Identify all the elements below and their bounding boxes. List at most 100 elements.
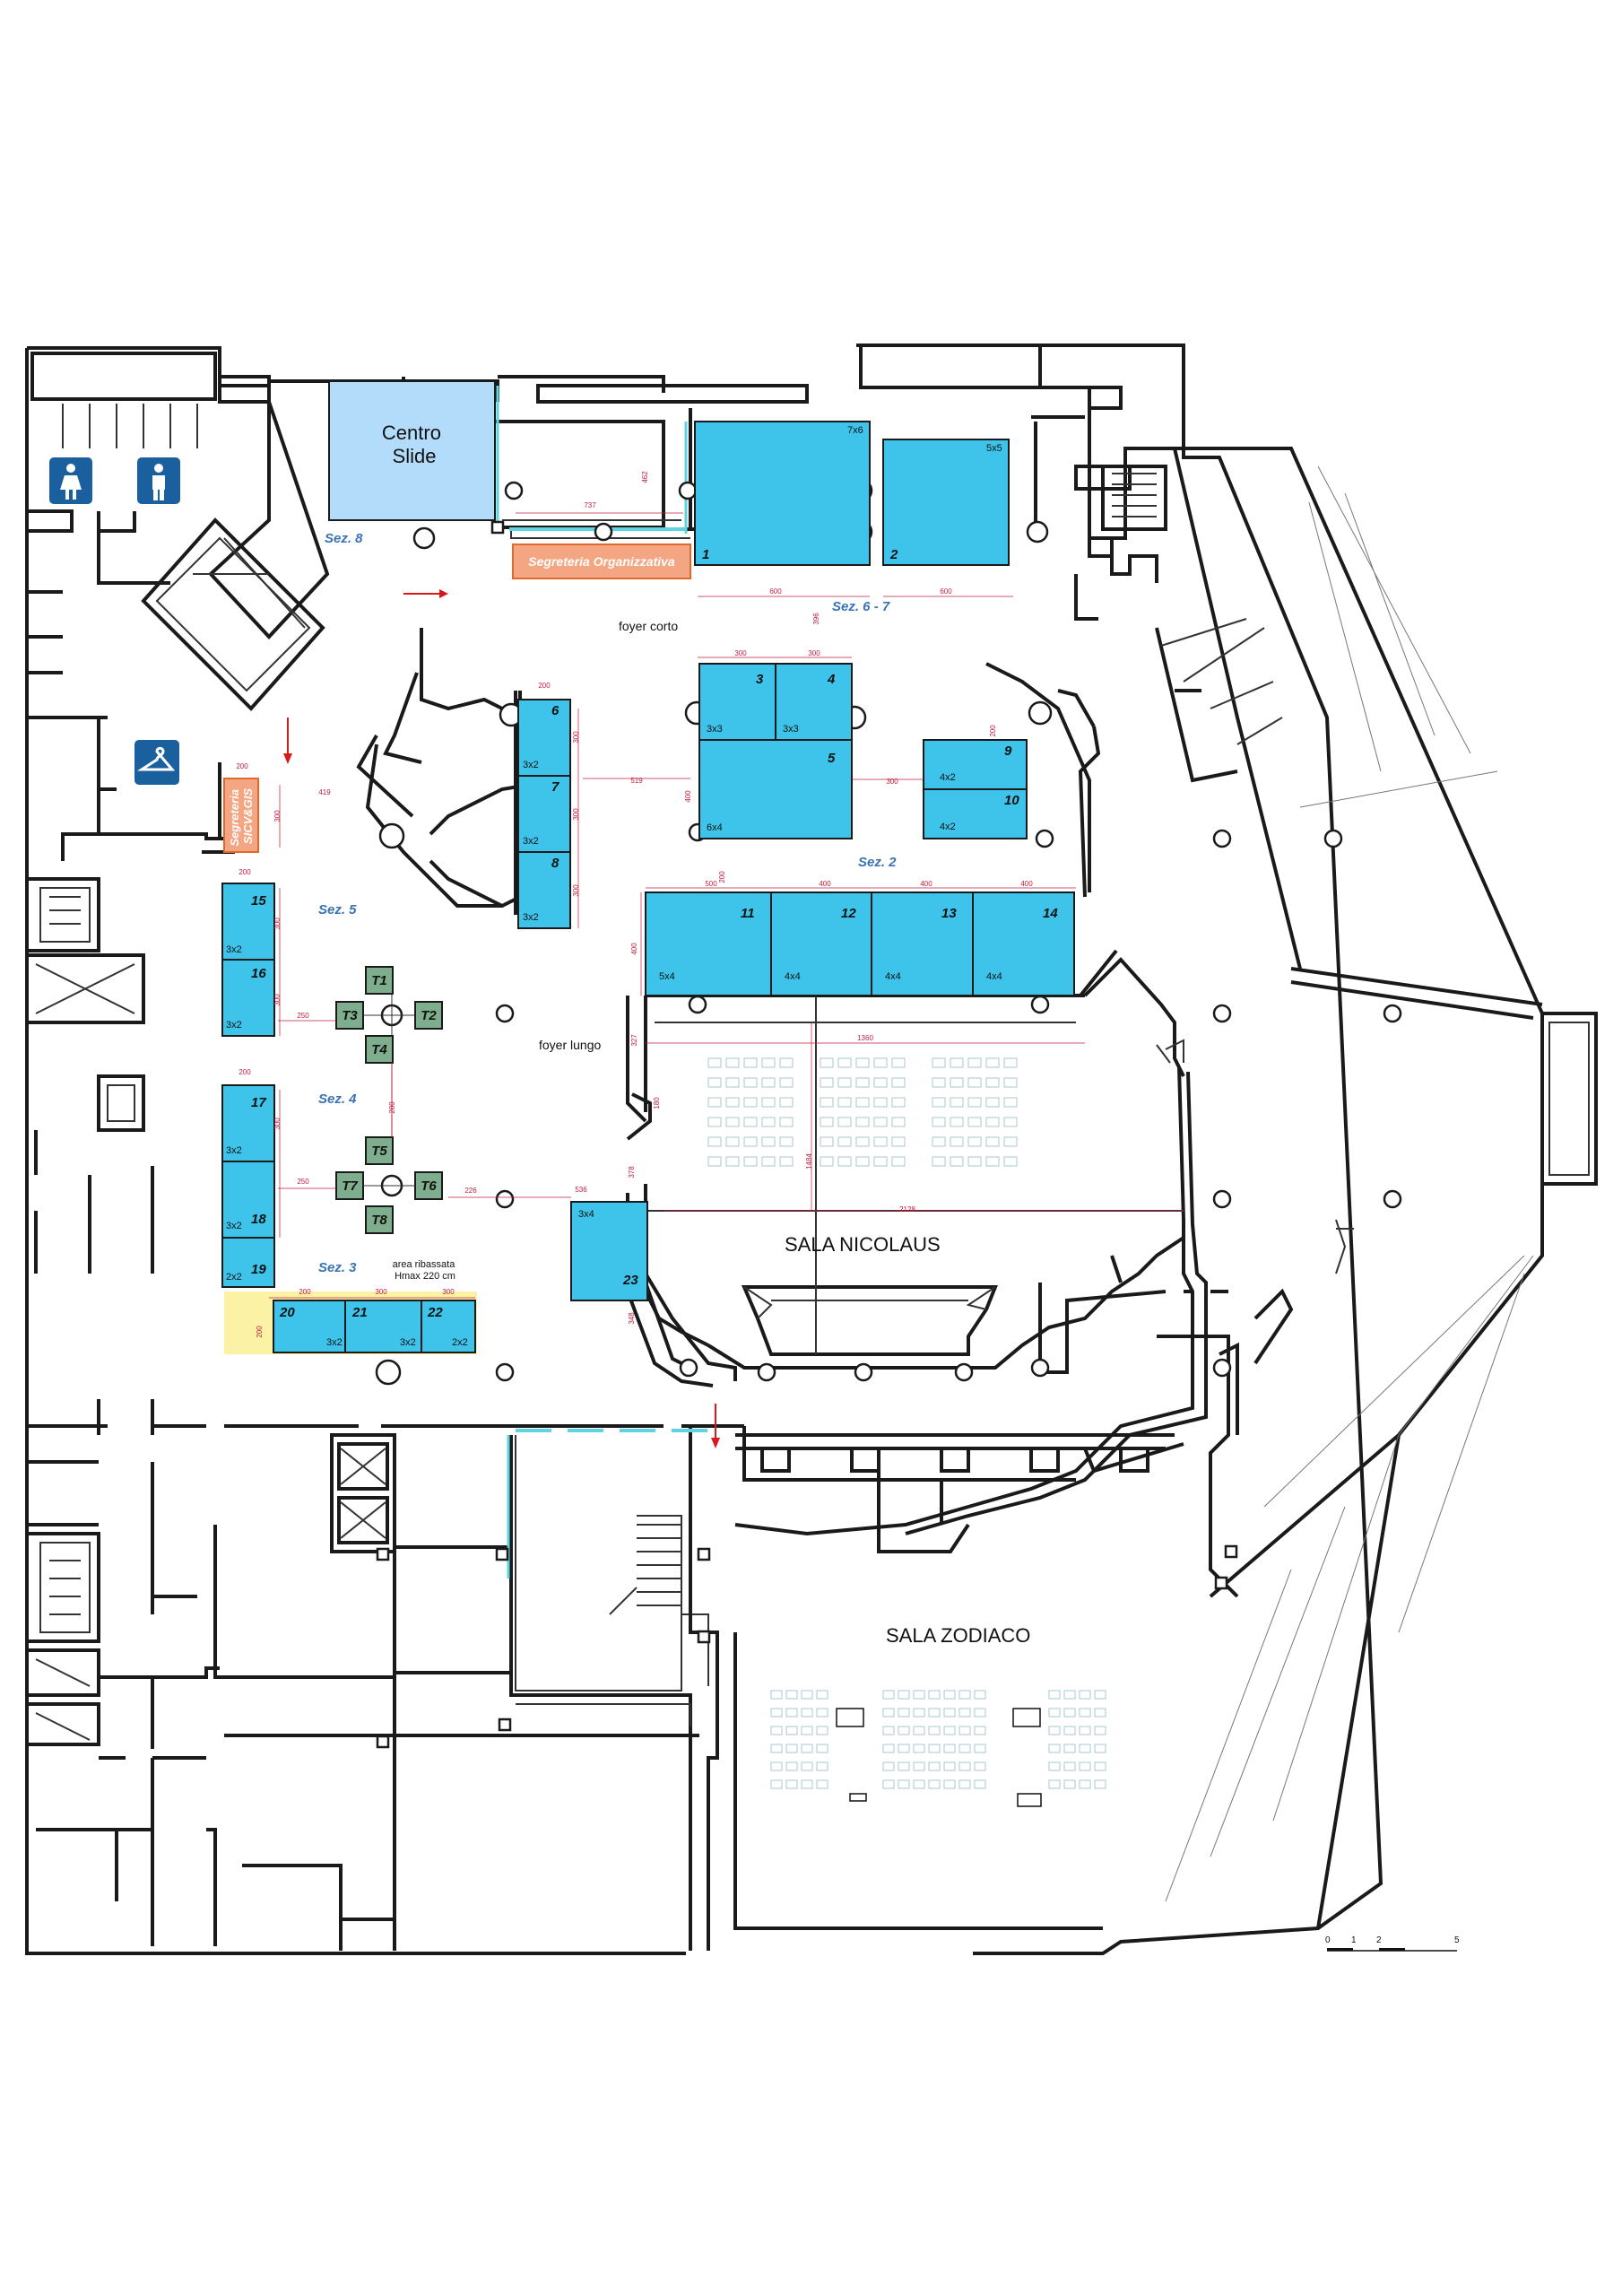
table-t6[interactable]: T6	[414, 1171, 443, 1200]
seat	[761, 1097, 776, 1108]
table-t7[interactable]: T7	[335, 1171, 364, 1200]
dimension-400: 400	[684, 790, 692, 803]
table-t8[interactable]: T8	[365, 1205, 394, 1234]
seat	[932, 1077, 946, 1088]
seat	[913, 1761, 925, 1771]
seat	[837, 1117, 852, 1127]
seat	[1003, 1117, 1018, 1127]
columns	[375, 476, 1402, 1749]
seat	[820, 1057, 834, 1068]
booth-number: 2	[889, 547, 898, 562]
seat	[928, 1726, 941, 1735]
table-label: T5	[371, 1144, 387, 1159]
booth-size: 3x2	[523, 912, 539, 923]
seat	[1003, 1097, 1018, 1108]
square-column	[697, 1630, 711, 1644]
booth-size: 3x3	[783, 724, 799, 735]
booth-rect	[694, 421, 871, 566]
segreteria-sicv[interactable]: Segreteria SICV&GIS	[223, 778, 259, 853]
booth-rect	[221, 1084, 275, 1162]
sala-nicolaus-walls	[644, 994, 1185, 1370]
seat	[891, 1097, 906, 1108]
booth-extra[interactable]: 2x2	[452, 1337, 468, 1348]
section-label: Sez. 3	[318, 1260, 357, 1275]
seat	[974, 1726, 986, 1735]
dimension-519: 519	[630, 777, 643, 785]
seat	[725, 1057, 740, 1068]
dimension-600: 600	[940, 587, 952, 596]
seat	[873, 1136, 888, 1147]
nicolaus-seating	[707, 1057, 1018, 1167]
booth-number: 19	[251, 1262, 266, 1277]
seat	[725, 1117, 740, 1127]
centro-slide-label: Centro Slide	[382, 422, 447, 467]
entrance-arrows	[283, 589, 720, 1448]
segreteria-sicv-line1: Segreteria	[228, 789, 241, 847]
column-pillar	[375, 1359, 402, 1386]
table-t1[interactable]: T1	[365, 966, 394, 995]
seat	[761, 1136, 776, 1147]
booth-number: 9	[1004, 744, 1012, 759]
table-t2[interactable]: T2	[414, 1001, 443, 1030]
table-rect	[365, 966, 394, 995]
table-t3[interactable]: T3	[335, 1001, 364, 1030]
seat	[743, 1136, 758, 1147]
segreteria-organizzativa[interactable]: Segreteria Organizzativa	[512, 544, 691, 579]
seat	[891, 1156, 906, 1167]
seat	[1063, 1761, 1076, 1771]
seat	[913, 1779, 925, 1789]
booth-number: 6	[551, 703, 559, 718]
booth-rect	[221, 883, 275, 961]
dimension-300: 300	[273, 994, 282, 1006]
dimension-300: 300	[572, 884, 580, 897]
seat	[932, 1057, 946, 1068]
booth-size: 5x4	[659, 971, 675, 982]
table-t5[interactable]: T5	[365, 1136, 394, 1165]
seat	[743, 1156, 758, 1167]
dimension-462: 462	[641, 471, 649, 483]
seat	[855, 1077, 870, 1088]
seat	[882, 1690, 895, 1700]
seat	[725, 1097, 740, 1108]
booth-number: 21	[351, 1305, 368, 1320]
seat	[1048, 1690, 1061, 1700]
seat	[943, 1708, 956, 1718]
foyer-lungo-label: foyer lungo	[539, 1038, 601, 1052]
centro-slide-line2: Slide	[393, 445, 437, 467]
seat	[743, 1077, 758, 1088]
section-label: Sez. 8	[325, 531, 363, 546]
seat	[801, 1761, 813, 1771]
table-label: T4	[371, 1042, 387, 1057]
dimension-300: 300	[273, 1118, 282, 1130]
seat	[816, 1726, 828, 1735]
square-column	[697, 1547, 711, 1561]
booth-number: 13	[941, 906, 957, 921]
seat	[1094, 1690, 1106, 1700]
dimension-180: 180	[653, 1097, 661, 1109]
table-t4[interactable]: T4	[365, 1035, 394, 1064]
seat	[913, 1690, 925, 1700]
